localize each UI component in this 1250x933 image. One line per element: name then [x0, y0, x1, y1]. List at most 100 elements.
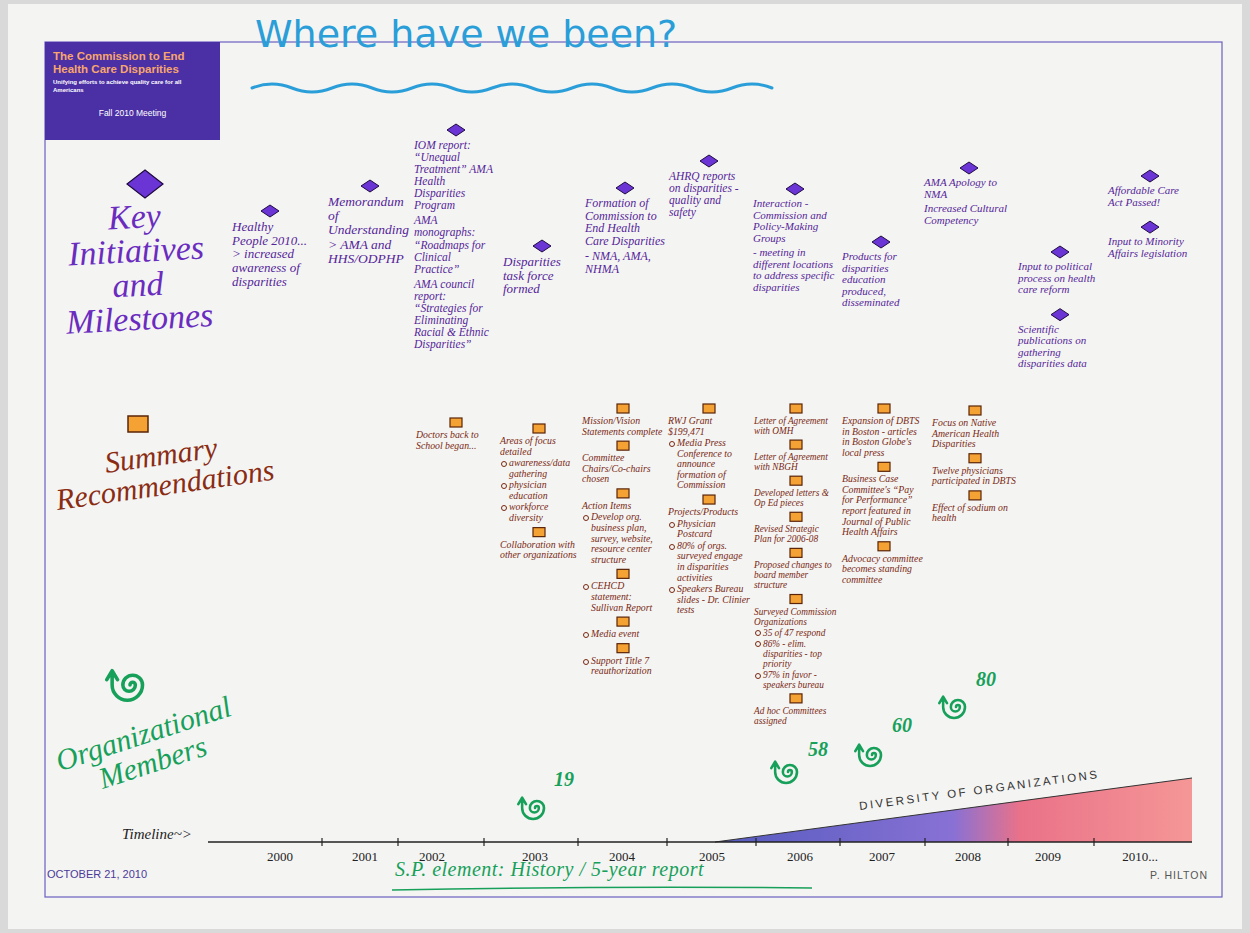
- recommendation-text: Proposed changes to board member structu…: [754, 560, 838, 590]
- recommendation-text: Letter of Agreement with NBGH: [754, 452, 838, 472]
- year-label: 2007: [852, 849, 912, 865]
- recommendation-text: 86% - elim. disparities - top priority: [763, 639, 838, 669]
- member-count: 80: [976, 668, 996, 691]
- milestone-text: Memorandum of Understanding > AMA and HH…: [328, 195, 412, 266]
- recommendation-text: CEHCD statement: Sullivan Report: [591, 581, 664, 613]
- recommendation-text: workforce diversity: [509, 502, 578, 523]
- milestone-diamond: [1141, 170, 1159, 182]
- milestone-text: Input to Minority Affairs legislation: [1108, 236, 1192, 259]
- recommendation-square: [533, 528, 545, 537]
- poster-border: [45, 42, 1222, 897]
- milestone-text: IOM report: “Unequal Treatment” AMA Heal…: [414, 139, 498, 211]
- recommendation-text: Focus on Native American Health Disparit…: [932, 418, 1018, 450]
- recommendation-square: [878, 462, 890, 471]
- timeline-label: Timeline~>: [122, 826, 192, 843]
- recommendation-text: Expansion of DBTS in Boston - articles i…: [842, 416, 926, 458]
- year-label: 2010...: [1110, 849, 1170, 865]
- recommendation-text: Collaboration with other organizations: [500, 540, 578, 561]
- recommendation-text: Revised Strategic Plan for 2006-08: [754, 524, 838, 544]
- milestone-text: Disparities task force formed: [503, 255, 581, 296]
- milestone-diamond: [616, 182, 634, 194]
- row-heading: Organizational Members: [44, 689, 253, 808]
- milestone-diamond: [786, 183, 804, 195]
- recommendation-square: [617, 404, 629, 413]
- recommendation-square: [703, 404, 715, 413]
- recommendation-square: [969, 454, 981, 463]
- recommendation-text: Projects/Products: [668, 507, 750, 518]
- milestone-text: Interaction - Commission and Policy-Maki…: [753, 198, 837, 244]
- recommendation-square: [790, 512, 802, 521]
- recommendation-square: [533, 424, 545, 433]
- recommendation-text: awareness/data gathering: [509, 458, 578, 479]
- recommendation-square: [969, 491, 981, 500]
- recommendation-square: [790, 440, 802, 449]
- recommendation-text: Developed letters & Op Ed pieces: [754, 488, 838, 508]
- milestone-diamond: [700, 155, 718, 167]
- recommendation-square: [790, 404, 802, 413]
- milestone-diamond: [872, 236, 890, 248]
- milestone-diamond: [127, 170, 163, 198]
- milestone-diamond: [1051, 246, 1069, 258]
- icon-layer: [261, 124, 1159, 703]
- milestone-text: Increased Cultural Competency: [924, 203, 1014, 226]
- year-label: 2008: [938, 849, 998, 865]
- box-date: Fall 2010 Meeting: [53, 108, 212, 118]
- footer-underline: [392, 887, 812, 890]
- footer-caption: S.P. element: History / 5-year report: [395, 858, 704, 881]
- year-label: 2009: [1018, 849, 1078, 865]
- recommendation-square: [878, 404, 890, 413]
- recommendation-text: 80% of orgs. surveyed engage in disparit…: [677, 541, 750, 583]
- timeline-ticks: [322, 838, 1094, 846]
- milestone-text: Formation of Commission to End Health Ca…: [585, 197, 665, 247]
- milestone-text: AMA monographs: “Roadmaps for Clinical P…: [414, 214, 498, 274]
- member-count: 58: [808, 738, 828, 761]
- box-subtitle: Unifying efforts to achieve quality care…: [53, 79, 212, 93]
- recommendation-square: [617, 644, 629, 653]
- milestone-text: AMA Apology to NMA: [924, 177, 1014, 200]
- recommendation-square: [617, 569, 629, 578]
- recommendation-text: Committee Chairs/Co-chairs chosen: [582, 453, 664, 485]
- recommendation-text: Surveyed Commission Organizations: [754, 607, 838, 627]
- recommendation-square: [878, 542, 890, 551]
- milestone-diamond: [361, 180, 379, 192]
- footer-author: P. HILTON: [1150, 869, 1208, 881]
- milestone-text: Input to political process on health car…: [1018, 261, 1102, 296]
- recommendation-square: [790, 694, 802, 703]
- recommendation-square: [703, 495, 715, 504]
- recommendation-square: [969, 406, 981, 415]
- recommendation-square: [790, 476, 802, 485]
- recommendation-text: Physician Postcard: [677, 519, 750, 540]
- recommendation-square: [617, 489, 629, 498]
- recommendation-text: Support Title 7 reauthorization: [591, 656, 664, 677]
- box-heading: The Commission to End Health Care Dispar…: [53, 50, 212, 76]
- footer-date: OCTOBER 21, 2010: [47, 868, 147, 880]
- member-spiral: [771, 762, 797, 783]
- milestone-text: - meeting in different locations to addr…: [753, 247, 837, 293]
- recommendation-square: [790, 548, 802, 557]
- recommendation-text: Twelve physicians participated in DBTS: [932, 466, 1018, 487]
- milestone-text: - NMA, AMA, NHMA: [585, 250, 665, 275]
- milestone-text: AHRQ reports on disparities - quality an…: [669, 170, 749, 218]
- page-title: Where have we been?: [255, 12, 677, 56]
- recommendation-text: Ad hoc Committees assigned: [754, 706, 838, 726]
- recommendation-text: Action Items: [582, 501, 664, 512]
- recommendation-square: [617, 441, 629, 450]
- member-spiral: [855, 745, 881, 766]
- recommendation-square: [128, 416, 148, 432]
- recommendation-text: Doctors back to School began...: [416, 430, 496, 451]
- milestone-diamond: [447, 124, 465, 136]
- row-heading: Summary Recommendations: [49, 425, 277, 515]
- recommendation-text: Letter of Agreement with OMH: [754, 416, 838, 436]
- paper-sheet: [8, 4, 1242, 929]
- recommendation-text: Effect of sodium on health: [932, 503, 1018, 524]
- header-box: The Commission to End Health Care Dispar…: [45, 42, 220, 140]
- recommendation-text: Advocacy committee becomes standing comm…: [842, 554, 926, 586]
- band-label: DIVERSITY OF ORGANIZATIONS: [858, 768, 1100, 812]
- recommendation-text: RWJ Grant $199,471: [668, 416, 750, 437]
- recommendation-square: [790, 595, 802, 604]
- year-label: 2006: [770, 849, 830, 865]
- recommendation-text: Business Case Committee's “Pay for Perfo…: [842, 474, 926, 537]
- milestone-diamond: [1051, 309, 1069, 321]
- member-count: 19: [554, 768, 574, 791]
- milestone-text: Affordable Care Act Passed!: [1108, 185, 1192, 208]
